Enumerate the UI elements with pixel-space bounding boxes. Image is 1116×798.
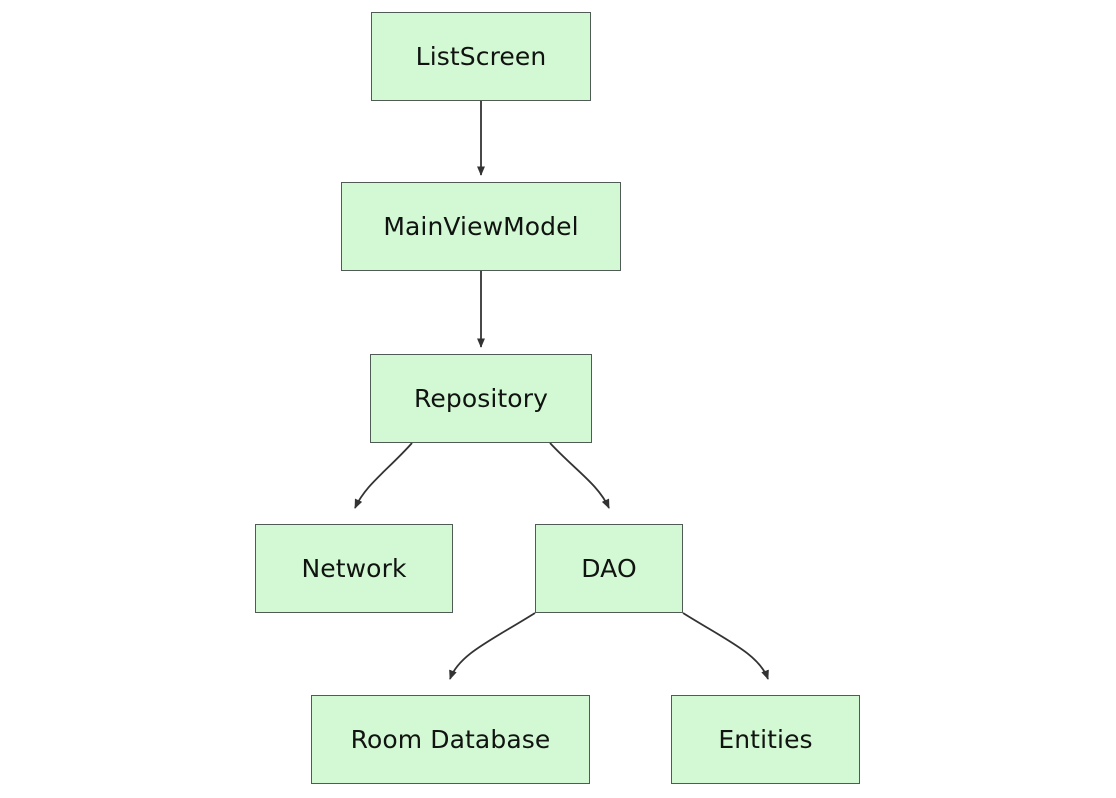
edge-dao-to-entities (682, 612, 769, 680)
node-entities[interactable]: Entities (671, 695, 860, 784)
node-label-repository: Repository (414, 384, 548, 413)
edge-repository-to-dao (549, 442, 610, 509)
node-label-roomdatabase: Room Database (350, 725, 551, 754)
node-label-network: Network (301, 554, 407, 583)
node-label-entities: Entities (718, 725, 813, 754)
node-roomdatabase[interactable]: Room Database (311, 695, 590, 784)
node-label-dao: DAO (581, 554, 637, 583)
node-repository[interactable]: Repository (370, 354, 592, 443)
edge-dao-to-roomdatabase (449, 612, 536, 680)
node-listscreen[interactable]: ListScreen (371, 12, 591, 101)
edge-repository-to-network (354, 442, 413, 509)
node-mainviewmodel[interactable]: MainViewModel (341, 182, 621, 271)
node-network[interactable]: Network (255, 524, 453, 613)
node-label-mainviewmodel: MainViewModel (383, 212, 579, 241)
node-label-listscreen: ListScreen (415, 42, 547, 71)
node-dao[interactable]: DAO (535, 524, 683, 613)
